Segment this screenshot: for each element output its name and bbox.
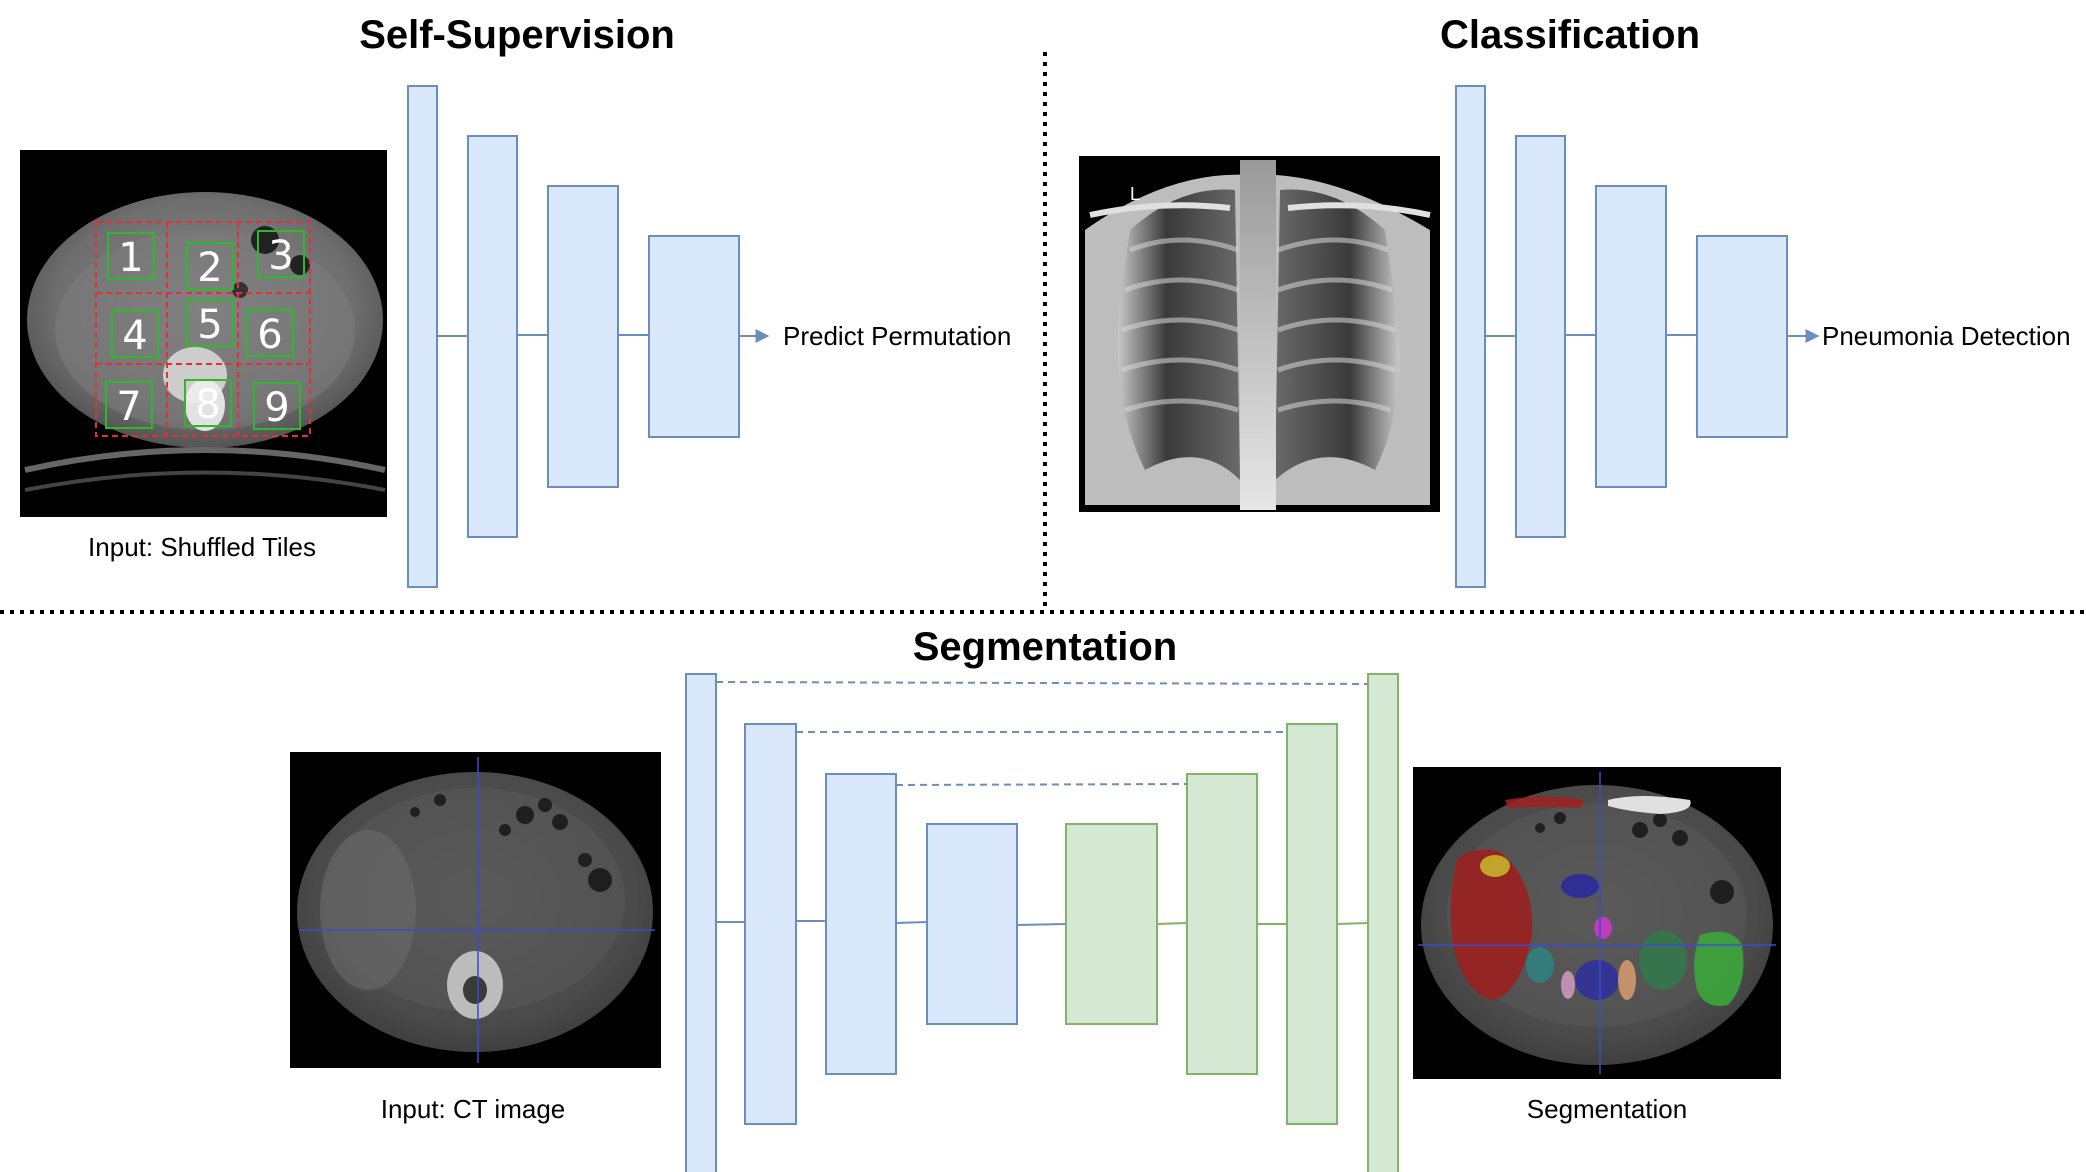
organ-mask-white xyxy=(1608,796,1691,814)
svg-text:5: 5 xyxy=(197,302,222,348)
tile-4: 4 xyxy=(111,310,159,359)
organ-mask-orange xyxy=(1618,960,1636,1000)
predict-permutation-label: Predict Permutation xyxy=(783,321,1011,351)
unet-encoder-block-4 xyxy=(926,823,1018,1025)
tile-5: 5 xyxy=(186,299,234,348)
chest-xray-image: L xyxy=(1079,156,1440,512)
ct-input-label: Input: CT image xyxy=(381,1094,566,1124)
svg-text:8: 8 xyxy=(195,382,220,428)
segmentation-output-image xyxy=(1413,767,1781,1079)
svg-text:7: 7 xyxy=(116,384,141,430)
ct-input-image xyxy=(290,752,661,1068)
organ-mask-liver xyxy=(1450,849,1533,1000)
svg-text:4: 4 xyxy=(122,313,147,359)
classification-encoder xyxy=(1455,85,1820,588)
tile-6: 6 xyxy=(246,309,294,358)
organ-mask-yellow xyxy=(1480,855,1510,877)
unet-encoder-block-3 xyxy=(825,773,897,1075)
unet-decoder-block-2 xyxy=(1186,773,1258,1075)
unet-decoder-block-3 xyxy=(1286,723,1338,1125)
svg-text:2: 2 xyxy=(197,245,222,291)
encoder-block-4 xyxy=(648,235,740,438)
encoder-block-2 xyxy=(1515,135,1566,538)
classification-title: Classification xyxy=(1440,13,1700,57)
self-supervision-panel: Self-Supervision 1 xyxy=(20,13,1011,588)
skip-connection-3 xyxy=(895,783,1188,786)
encoder-block-3 xyxy=(547,185,619,488)
organ-mask-blue xyxy=(1561,874,1599,898)
encoder-block-3 xyxy=(1595,185,1667,488)
organ-mask-aorta xyxy=(1575,960,1619,1000)
svg-text:3: 3 xyxy=(268,233,293,279)
classification-panel: Classification L xyxy=(1079,13,2071,588)
segmentation-unet xyxy=(685,673,1399,1172)
encoder-block-2 xyxy=(467,135,518,538)
self-supervision-input-label: Input: Shuffled Tiles xyxy=(88,532,316,562)
unet-decoder-block-1 xyxy=(1065,823,1158,1025)
pneumonia-detection-label: Pneumonia Detection xyxy=(1822,321,2071,351)
tile-3: 3 xyxy=(257,230,305,279)
segmentation-title: Segmentation xyxy=(913,625,1177,669)
unet-encoder-block-2 xyxy=(744,723,797,1125)
tile-8: 8 xyxy=(184,379,232,428)
unet-decoder-block-4 xyxy=(1367,673,1399,1172)
self-supervision-title: Self-Supervision xyxy=(359,13,675,57)
tile-9: 9 xyxy=(253,382,301,431)
organ-mask-green xyxy=(1694,931,1744,1006)
encoder-block-4 xyxy=(1696,235,1788,438)
encoder-block-1 xyxy=(1455,85,1486,588)
svg-text:1: 1 xyxy=(118,235,143,281)
xray-side-marker: L xyxy=(1130,184,1140,204)
segmentation-panel: Segmentation Input: CT image xyxy=(290,625,1781,1172)
organ-mask-pink xyxy=(1561,971,1575,999)
organ-mask-magenta xyxy=(1594,917,1612,939)
unet-encoder-block-1 xyxy=(685,673,717,1172)
segmentation-output-label: Segmentation xyxy=(1527,1094,1687,1124)
encoder-block-1 xyxy=(407,85,438,588)
skip-connection-1 xyxy=(715,681,1369,685)
tile-grid xyxy=(95,221,311,437)
organ-mask-teal xyxy=(1526,947,1554,983)
svg-text:9: 9 xyxy=(264,385,289,431)
tile-2: 2 xyxy=(186,242,234,291)
tile-7: 7 xyxy=(105,381,153,430)
svg-text:6: 6 xyxy=(257,312,282,358)
tile-1: 1 xyxy=(107,232,155,281)
organ-mask-red-top xyxy=(1505,796,1585,808)
self-supervision-encoder xyxy=(407,85,770,588)
organ-mask-darkgreen xyxy=(1639,930,1687,990)
